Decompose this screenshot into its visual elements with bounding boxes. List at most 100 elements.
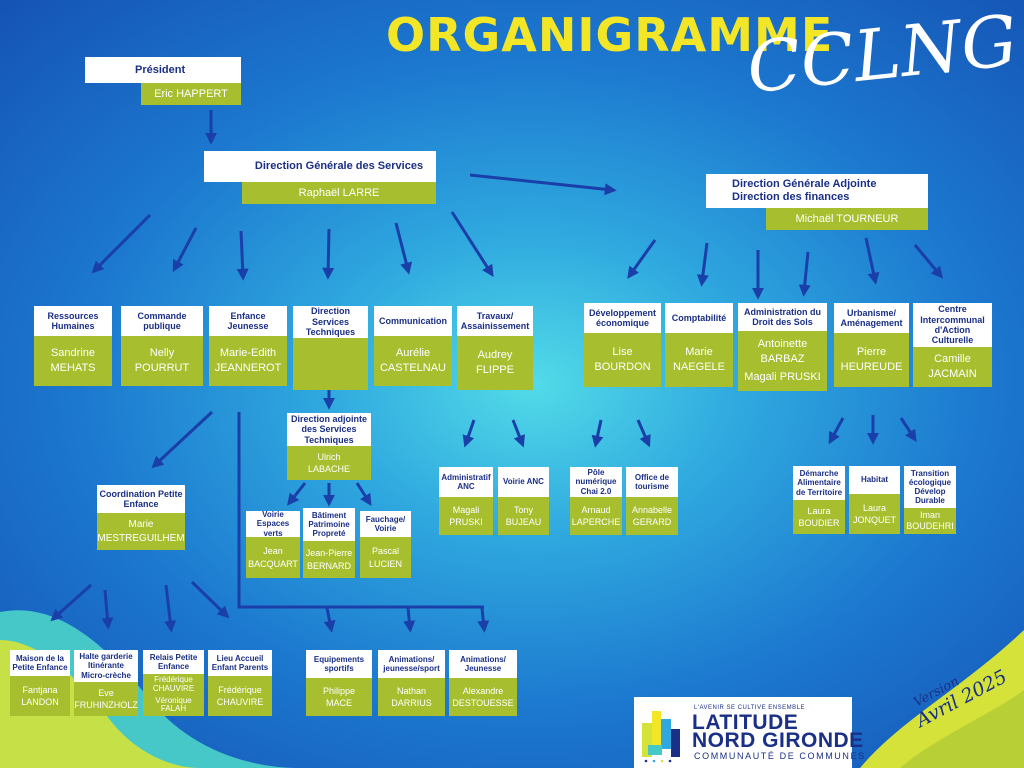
arrow-coord-relais [164, 584, 177, 633]
arrow-coord-lieu [190, 580, 230, 619]
arrow-anim-equip [323, 607, 336, 633]
org-node-transition: Transition écologique Dévelop Durable Im… [904, 466, 956, 534]
logo-line3: COMMUNAUTÉ DE COMMUNES [694, 751, 866, 761]
org-node-dgs: Direction Générale des Services Raphaël … [204, 151, 436, 204]
arrow-anim-jeunesse [477, 607, 490, 633]
node-title: Direction Générale Adjointe Direction de… [706, 174, 928, 208]
node-title: Développement économique [584, 303, 661, 333]
org-node-president: Président Eric HAPPERT [85, 57, 241, 106]
arrow-dgs-travaux [450, 211, 494, 278]
org-node-demarche: Démarche Alimentaire de Territoire Laura… [793, 466, 845, 534]
arrow-dgs-enfance [236, 230, 249, 281]
arrow-urba-demarche [828, 417, 845, 445]
logo-line1: LATITUDE [692, 711, 799, 734]
node-title: Urbanisme/ Aménagement [834, 303, 909, 333]
node-title: Maison de la Petite Enfance [10, 650, 70, 676]
arrow-dgs-commande [172, 227, 198, 273]
node-title: Comptabilité [665, 303, 733, 333]
node-title: Lieu Accueil Enfant Parents [208, 650, 272, 676]
arrow-devco-tourisme [636, 419, 651, 448]
node-title: Centre Intercommunal d'Action Culturelle [913, 303, 992, 347]
arrow-dgs-dga [469, 173, 617, 196]
org-node-cias: Centre Intercommunal d'Action Culturelle… [913, 303, 992, 387]
bottom-right-wave-inner [900, 690, 1024, 768]
arrow-dga-compta [696, 242, 709, 287]
arrow-coord-halte [101, 589, 114, 630]
node-title: Président [85, 57, 241, 83]
arrow-coord-maison [50, 583, 92, 622]
node-title: Commande publique [121, 306, 203, 336]
logo-line2: NORD GIRONDE [692, 729, 864, 752]
arrow-dga-urba2 [864, 237, 880, 285]
latitude-logo: L'AVENIR SE CULTIVE ENSEMBLE LATITUDE NO… [634, 697, 864, 768]
node-title: Pôle numérique Chai 2.0 [570, 467, 622, 497]
org-node-dst: Direction Services Techniques [293, 306, 368, 390]
node-title: Animations/ jeunesse/sport [378, 650, 445, 678]
node-title: Direction adjointe des Services Techniqu… [287, 413, 371, 446]
node-title: Equipements sportifs [306, 650, 372, 678]
org-node-halte: Halte garderie Itinérante Micro-crèche E… [74, 650, 138, 716]
arrow-travaux-voirie [511, 419, 525, 448]
node-title: Animations/ Jeunesse [449, 650, 517, 678]
line-enfance-animations [237, 412, 484, 609]
node-title: Relais Petite Enfance [143, 650, 204, 674]
node-title: Voirie Espaces verts [246, 510, 300, 538]
org-node-dast: Direction adjointe des Services Techniqu… [287, 413, 371, 480]
node-name: Eric HAPPERT [141, 83, 241, 105]
node-title: Direction Services Techniques [293, 306, 368, 338]
node-title: Administration du Droit des Sols [738, 303, 827, 331]
logo-bars-icon [642, 711, 680, 763]
node-title: Fauchage/ Voirie [360, 511, 411, 537]
logo-tagline: L'AVENIR SE CULTIVE ENSEMBLE [694, 705, 805, 711]
page-title: ORGANIGRAMME [386, 8, 834, 62]
arrow-travaux-admin [462, 419, 476, 448]
arrow-dast-voirie [287, 482, 307, 506]
arrow-dgs-dst [322, 228, 335, 280]
org-node-batiment: Bâtiment Patrimoine Propreté Jean-Pierre… [303, 508, 355, 578]
node-title: Coordination Petite Enfance [97, 485, 185, 513]
node-name: Michaël TOURNEUR [766, 208, 928, 230]
arrow-anim-sport [403, 607, 416, 633]
node-title: Enfance Jeunesse [209, 306, 287, 336]
node-title: Transition écologique Dévelop Durable [904, 466, 956, 508]
node-name [293, 338, 368, 390]
node-title: Direction Générale des Services [204, 151, 436, 182]
